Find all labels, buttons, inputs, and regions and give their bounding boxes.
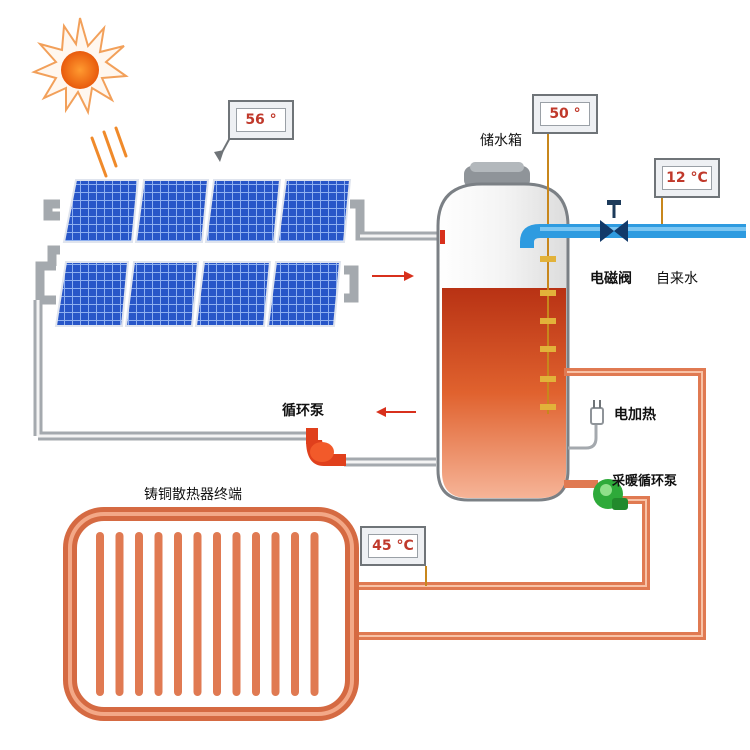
tap-water-label: 自来水: [656, 271, 698, 287]
tap-water-pipe: [520, 224, 746, 248]
radiator-tube: [135, 532, 143, 696]
solar-panel: [194, 261, 272, 327]
solenoid-valve-icon: [600, 200, 628, 242]
return-temperature-gauge: 45 °C: [360, 526, 426, 566]
solar-panel: [266, 261, 342, 327]
tap-water-temperature-value: 12 °C: [662, 166, 712, 190]
solar-panel: [134, 179, 210, 243]
cast-copper-radiator: [63, 507, 359, 721]
tank-temperature-value: 50 °: [540, 102, 590, 126]
radiator-label: 铸铜散热器终端: [144, 487, 242, 503]
flow-arrow-right: [372, 271, 414, 281]
solar-panel: [276, 179, 352, 243]
radiator-tube: [310, 532, 319, 696]
electric-heater-label: 电加热: [614, 407, 656, 423]
solar-panel: [54, 261, 130, 327]
solar-panel: [204, 179, 282, 243]
heating-pump-label: 采暖循环泵: [612, 474, 678, 489]
heating-copper-pipes: [348, 368, 706, 640]
tank-thermometer: [540, 134, 556, 414]
solar-panel: [124, 261, 200, 327]
radiator-tube: [115, 532, 124, 696]
circulation-pump-label: 循环泵: [282, 403, 324, 419]
flow-arrow-left: [376, 407, 416, 417]
solar-panel-array: [54, 179, 352, 327]
sun-rays: [90, 126, 128, 178]
radiator-tube: [193, 532, 202, 696]
radiator-tube: [232, 532, 241, 696]
radiator-tube: [213, 532, 221, 696]
storage-tank: [436, 162, 570, 502]
return-temperature-value: 45 °C: [368, 534, 418, 558]
radiator-tube: [154, 532, 163, 696]
heating-circulation-pump-icon: [593, 479, 628, 510]
radiator-tube: [252, 532, 260, 696]
solar-panel: [62, 179, 140, 243]
electric-heater-plug-icon: [568, 400, 604, 450]
radiator-tube: [271, 532, 280, 696]
solenoid-valve-label: 电磁阀: [590, 271, 632, 287]
tank-temperature-gauge: 50 °: [532, 94, 598, 134]
collector-pipe-inner: [36, 234, 440, 464]
collector-temperature-gauge: 56 °: [228, 100, 294, 140]
radiator-tube: [96, 532, 104, 696]
circulation-pump-icon: [306, 428, 346, 466]
radiator-tube: [174, 532, 182, 696]
collector-temperature-value: 56 °: [236, 108, 286, 132]
tank-label: 储水箱: [480, 133, 522, 149]
sun-icon: [31, 17, 129, 116]
tap-water-temperature-gauge: 12 °C: [654, 158, 720, 198]
radiator-tube: [291, 532, 299, 696]
